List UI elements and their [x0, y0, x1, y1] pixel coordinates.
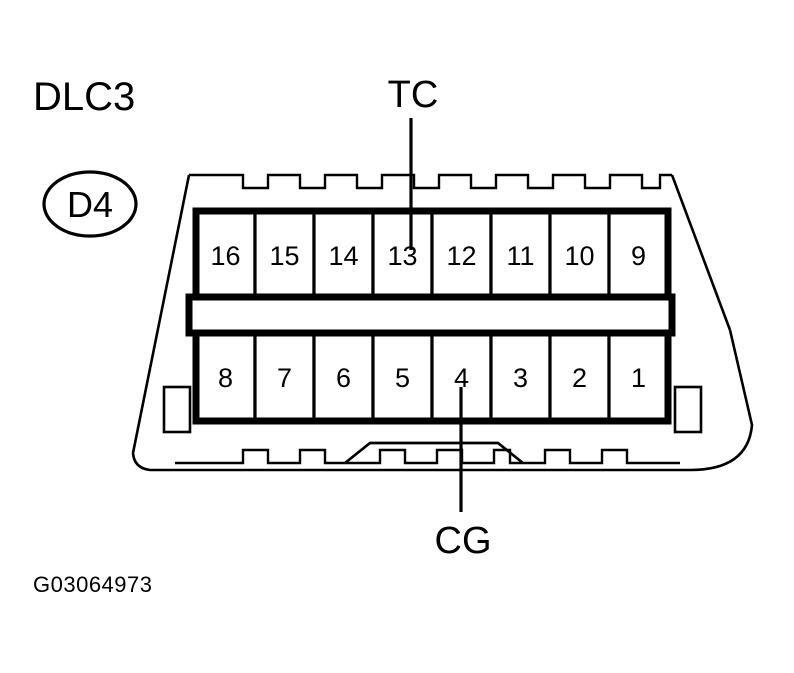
left-retaining-tab [162, 385, 192, 434]
callout-tc-label: TC [388, 74, 439, 116]
pin-row-top [192, 207, 672, 303]
pin-label-4: 4 [454, 363, 469, 393]
pin-label-3: 3 [513, 363, 528, 393]
page-title: DLC3 [33, 75, 135, 119]
shell-left-edge [131, 174, 191, 454]
pin-label-16: 16 [210, 241, 240, 271]
shell-center-key-trapezoid [344, 441, 524, 465]
pin-cell-7 [253, 331, 316, 423]
pin-label-14: 14 [328, 241, 358, 271]
pin-row-bottom [192, 329, 672, 425]
pin-label-12: 12 [446, 241, 476, 271]
d4-badge-label: D4 [67, 184, 113, 225]
pin-cell-14 [312, 209, 375, 301]
pin-cell-11 [489, 209, 552, 301]
d4-badge-oval [42, 170, 138, 238]
figure-id-label: G03064973 [33, 572, 153, 597]
shell-bottom-edge [131, 329, 754, 472]
pin-label-8: 8 [218, 363, 233, 393]
connector-outer-shell [131, 173, 754, 472]
pin-label-11: 11 [506, 241, 534, 271]
shell-right-edge [670, 174, 732, 331]
pin-label-9: 9 [631, 241, 646, 271]
pin-row-top-labels: 16 15 14 13 12 11 10 9 [210, 241, 646, 271]
right-retaining-tab [673, 385, 703, 434]
shell-trapezoid-inner-notches [345, 448, 523, 465]
shell-top-notched-edge [189, 173, 672, 190]
pin-label-6: 6 [336, 363, 351, 393]
shell-bottom-notched-lip [175, 441, 680, 465]
pin-label-5: 5 [395, 363, 410, 393]
pin-row-bottom-frame [192, 329, 672, 425]
pin-cell-12 [430, 209, 493, 301]
pin-label-2: 2 [572, 363, 587, 393]
pin-label-10: 10 [564, 241, 594, 271]
pin-label-15: 15 [269, 241, 299, 271]
callout-cg-label: CG [435, 520, 492, 562]
pin-label-13: 13 [387, 241, 417, 271]
pin-label-1: 1 [631, 363, 646, 393]
middle-separator-bar [185, 293, 676, 337]
pin-label-7: 7 [277, 363, 292, 393]
pin-row-bottom-labels: 8 7 6 5 4 3 2 1 [218, 363, 646, 393]
